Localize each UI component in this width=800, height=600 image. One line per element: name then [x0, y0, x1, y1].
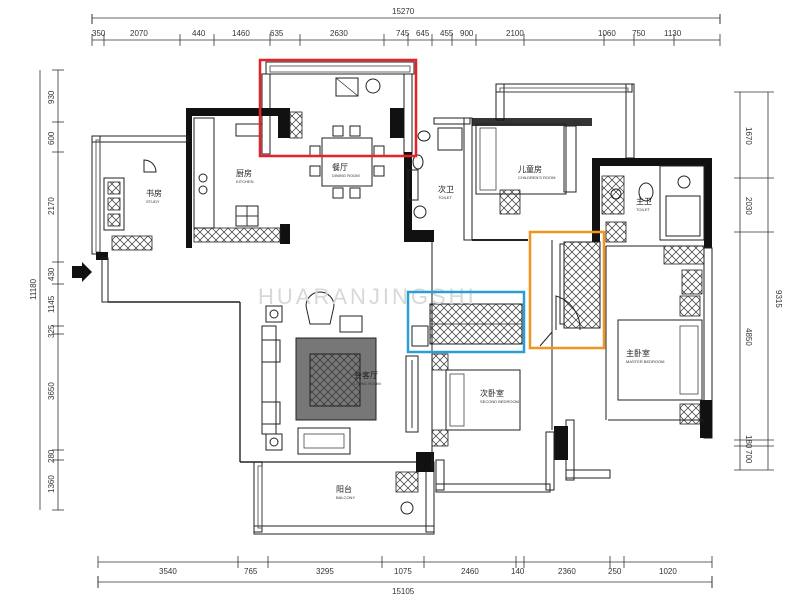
bottom-dim-segment: 765	[244, 567, 258, 576]
right-dim-segment: 180	[744, 435, 753, 449]
left-dim-segment: 2170	[47, 197, 56, 215]
second-bed	[445, 369, 521, 431]
room-label-en-balcony: BALCONY	[336, 495, 355, 500]
highlighted-storage	[411, 241, 601, 347]
top-total-dim: 15270	[392, 7, 415, 16]
top-dim-segment: 440	[192, 29, 206, 38]
room-label-balcony: 阳台	[336, 484, 352, 494]
top-dim-segment: 2070	[130, 29, 148, 38]
corridor-highlight	[528, 230, 606, 350]
left-dim-segment: 430	[47, 267, 56, 281]
left-dim-segment: 280	[47, 449, 56, 463]
top-dim-segment: 1060	[598, 29, 616, 38]
room-label-toilet2: 次卫	[438, 184, 454, 194]
bottom-dimensions: 15105 3540 765 3295 1075 2460 140 2360 250 1020	[97, 556, 713, 596]
top-dim-segment: 750	[632, 29, 646, 38]
armchair	[305, 291, 335, 325]
left-dim-segment: 325	[47, 324, 56, 338]
room-label-kitchen: 厨房	[236, 168, 252, 178]
dining-sink-icon	[365, 78, 381, 94]
room-label-en-children: CHILDREN'S ROOM	[518, 175, 555, 180]
room-label-en-master_bed: MASTER BEDROOM	[626, 359, 664, 364]
left-dim-segment: 930	[47, 90, 56, 104]
room-label-en-toilet2: TOILET	[438, 195, 452, 200]
master-bed	[617, 319, 703, 401]
room-label-children: 儿童房	[518, 164, 542, 174]
top-dimensions: 15270 350 2070 440 1460 635 2630 745 645 455 900 2…	[91, 7, 721, 46]
room-label-en-living: LIVING ROOM	[354, 381, 381, 386]
left-dim-segment: 1360	[47, 475, 56, 493]
top-dim-segment: 350	[92, 29, 106, 38]
room-label-utility: 书房	[146, 188, 162, 198]
right-dim-segment: 700	[744, 450, 753, 464]
top-dim-segment: 635	[270, 29, 284, 38]
top-dim-segment: 900	[460, 29, 474, 38]
bottom-dim-segment: 2460	[461, 567, 479, 576]
right-dim-segment: 2030	[744, 197, 753, 215]
left-total-dim: 11180	[29, 278, 38, 300]
watermark-text: HUARANJINGSHI	[258, 284, 477, 309]
cabinet-highlight	[406, 290, 526, 354]
dining-table	[321, 137, 373, 187]
bottom-dim-segment: 3540	[159, 567, 177, 576]
dining-highlight	[258, 58, 418, 158]
furniture	[103, 77, 705, 515]
room-label-en-dining: DINING ROOM	[332, 173, 360, 178]
bottom-total-dim: 15105	[392, 587, 415, 596]
top-dim-segment: 645	[416, 29, 430, 38]
room-label-master_toilet: 主卫	[636, 196, 652, 206]
entry-arrow-icon	[72, 262, 92, 282]
bottom-dim-segment: 3295	[316, 567, 334, 576]
top-dim-segment: 745	[396, 29, 410, 38]
left-dim-segment: 600	[47, 131, 56, 145]
bottom-dim-segment: 140	[511, 567, 525, 576]
left-dimensions: 11180 930 600 2170 430 1145 325 3650 280 1360	[29, 69, 64, 511]
right-dim-segment: 4850	[744, 328, 753, 346]
room-label-en-master_toilet: TOILET	[636, 207, 650, 212]
walls	[91, 61, 713, 535]
bottom-dim-segment: 1020	[659, 567, 677, 576]
room-label-dining: 餐厅	[332, 163, 348, 172]
room-label-en-utility: STUDY	[146, 199, 160, 204]
room-label-en-kitchen: KITCHEN	[236, 179, 254, 184]
left-dim-segment: 1145	[47, 295, 56, 313]
toilet-icon	[412, 154, 424, 170]
bottom-dim-segment: 2360	[558, 567, 576, 576]
right-dim-segment: 1670	[744, 127, 753, 145]
top-dim-segment: 455	[440, 29, 454, 38]
top-dim-segment: 1460	[232, 29, 250, 38]
bottom-dim-segment: 250	[608, 567, 622, 576]
bottom-dim-segment: 1075	[394, 567, 412, 576]
room-label-master_bed: 主卧室	[626, 348, 650, 358]
children-bed	[475, 123, 567, 195]
room-label-en-second_bed: SECOND BEDROOM	[480, 399, 519, 404]
right-total-dim: 9315	[774, 290, 783, 308]
top-dim-segment: 2630	[330, 29, 348, 38]
sofa-long	[261, 325, 277, 435]
top-dim-segment: 2100	[506, 29, 524, 38]
room-label-living: 会客厅	[354, 370, 378, 380]
room-label-second_bed: 次卧室	[480, 388, 504, 398]
stove-icon	[198, 173, 208, 183]
left-dim-segment: 3650	[47, 382, 56, 400]
top-dim-segment: 1130	[664, 29, 682, 38]
